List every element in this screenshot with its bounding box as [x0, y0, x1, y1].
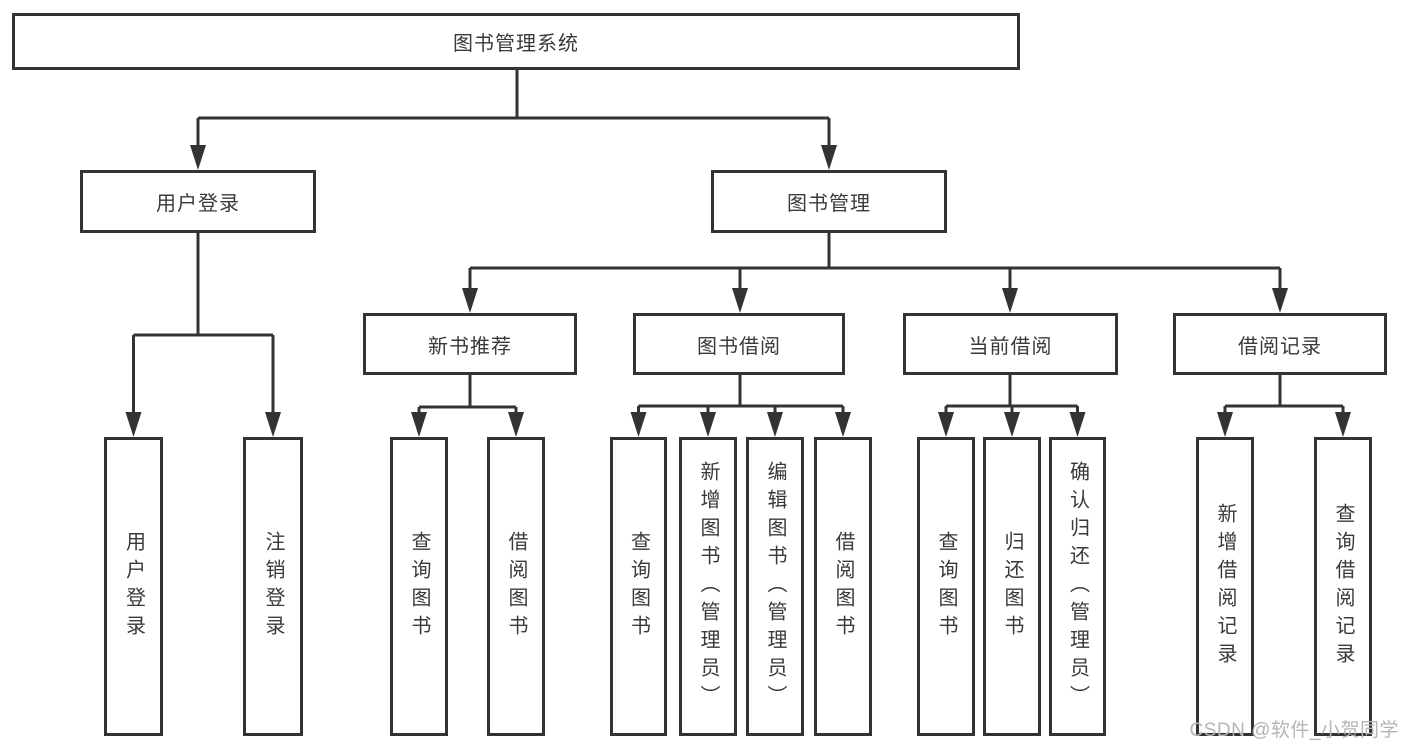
leaf-return-books: 归还图书 — [983, 437, 1041, 736]
leaf-query-books-borrow: 查询图书 — [610, 437, 667, 736]
leaf-label: 查询图书 — [935, 530, 957, 643]
leaf-label: 归还图书 — [1001, 530, 1023, 643]
leaf-borrow-books-recommend: 借阅图书 — [487, 437, 545, 736]
leaf-query-books-current: 查询图书 — [917, 437, 975, 736]
node-book-borrow: 图书借阅 — [633, 313, 845, 375]
leaf-label: 新增借阅记录 — [1214, 502, 1236, 671]
node-book-management: 图书管理 — [711, 170, 947, 233]
node-borrow-records: 借阅记录 — [1173, 313, 1387, 375]
leaf-edit-books-admin: 编辑图书（管理员） — [746, 437, 804, 736]
node-new-book-recommend: 新书推荐 — [363, 313, 577, 375]
leaf-label: 编辑图书（管理员） — [764, 460, 786, 713]
leaf-label: 注销登录 — [262, 530, 284, 643]
leaf-user-login: 用户登录 — [104, 437, 163, 736]
leaf-query-books-recommend: 查询图书 — [390, 437, 448, 736]
node-current-borrow: 当前借阅 — [903, 313, 1118, 375]
leaf-label: 借阅图书 — [505, 530, 527, 643]
leaf-confirm-return-admin: 确认归还（管理员） — [1049, 437, 1106, 736]
leaf-label: 确认归还（管理员） — [1066, 460, 1089, 713]
leaf-add-books-admin: 新增图书（管理员） — [679, 437, 737, 736]
leaf-logout: 注销登录 — [243, 437, 303, 736]
node-root-library-system: 图书管理系统 — [12, 13, 1020, 70]
leaf-label: 查询图书 — [627, 530, 650, 643]
csdn-watermark: CSDN @软件_小贺同学 — [1189, 720, 1399, 741]
node-user-login: 用户登录 — [80, 170, 316, 233]
leaf-label: 查询图书 — [408, 530, 430, 643]
leaf-label: 新增图书（管理员） — [697, 460, 719, 713]
leaf-add-borrow-record: 新增借阅记录 — [1196, 437, 1254, 736]
leaf-label: 用户登录 — [122, 530, 145, 643]
leaf-query-borrow-record: 查询借阅记录 — [1314, 437, 1372, 736]
leaf-label: 借阅图书 — [832, 530, 854, 643]
leaf-label: 查询借阅记录 — [1332, 502, 1354, 671]
leaf-borrow-books: 借阅图书 — [814, 437, 872, 736]
